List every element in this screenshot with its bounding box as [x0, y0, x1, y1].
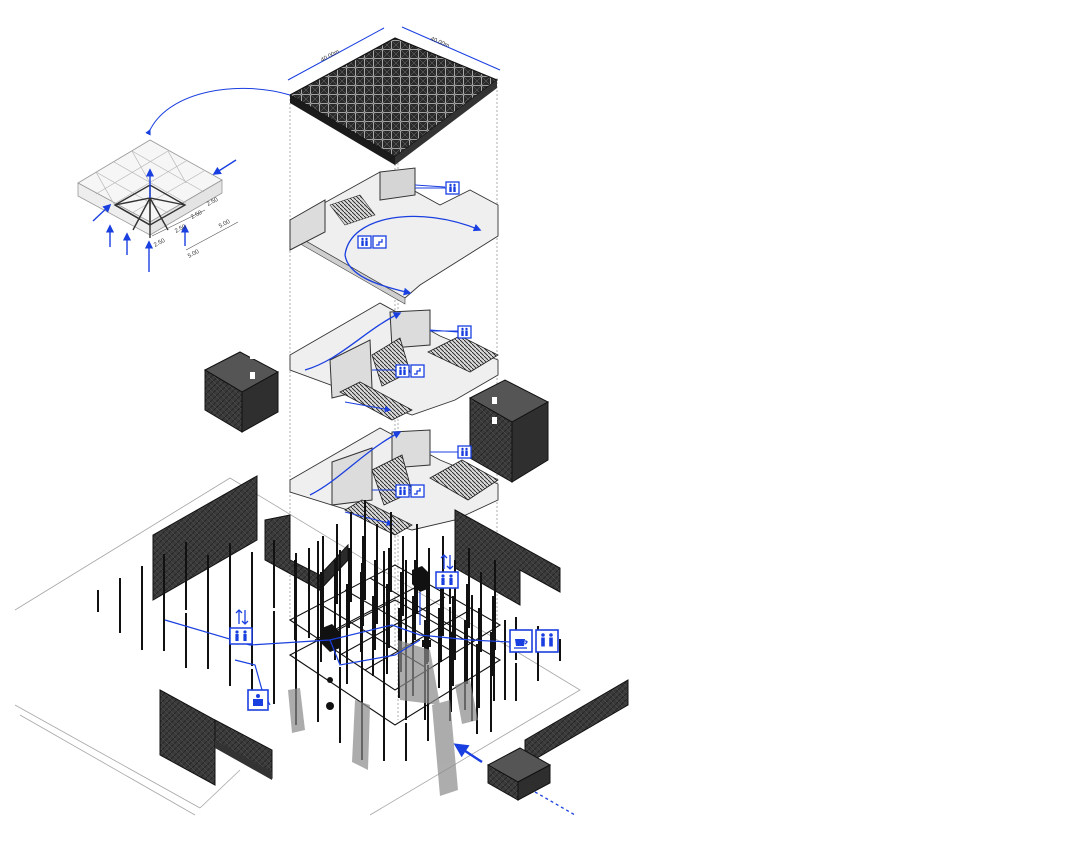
span-dim-a: 5.00: [187, 249, 201, 260]
toilet-icon: [445, 181, 460, 195]
module-dim-a: 2.50: [153, 238, 167, 249]
elevator-icon: [440, 554, 454, 570]
module-dim-c: 2.50: [190, 210, 204, 221]
entrance-arrow: [453, 743, 483, 764]
span-dim-b: 5.00: [218, 219, 232, 230]
toilet-icon: [395, 484, 410, 498]
approach-path: [534, 791, 576, 816]
roof-depth-label: 40.00m: [429, 36, 450, 49]
stairs-icon: [372, 235, 387, 249]
roof-space-frame: [288, 37, 499, 165]
core-nodes: [322, 566, 431, 710]
floor-slab-level-2: [289, 302, 499, 421]
wall-panel-south-east: [524, 679, 629, 766]
entrance-kiosk: [486, 747, 552, 801]
toilet-icon: [535, 629, 559, 653]
coffee-cup-icon: [509, 629, 533, 653]
module-dim-d: 2.50: [206, 197, 220, 208]
ground-circulation-paths: [164, 592, 511, 706]
floor-slab-level-3: [289, 167, 499, 305]
toilet-icon: [435, 571, 459, 589]
stairs-icon: [410, 364, 425, 378]
core-block-left: [203, 351, 280, 433]
space-frame-module-detail: 2.50 2.50 2.50 2.50 5.00 5.00: [77, 87, 291, 272]
toilet-icon: [395, 364, 410, 378]
ground-curtain-panels: [288, 640, 478, 796]
core-block-right: [468, 379, 550, 483]
wall-panel-south-west: [159, 689, 273, 786]
wall-panel-north-east: [454, 509, 561, 606]
elevator-icon: [235, 609, 249, 625]
toilet-icon: [357, 235, 372, 249]
roof-width-label: 40.00m: [320, 49, 340, 64]
toilet-icon: [457, 445, 472, 459]
toilet-icon: [229, 627, 253, 645]
toilet-icon: [457, 325, 472, 339]
ticket-icon: [247, 689, 269, 711]
module-dim-b: 2.50: [174, 224, 188, 235]
wall-panel-north-west: [152, 475, 258, 601]
stairs-icon: [410, 484, 425, 498]
